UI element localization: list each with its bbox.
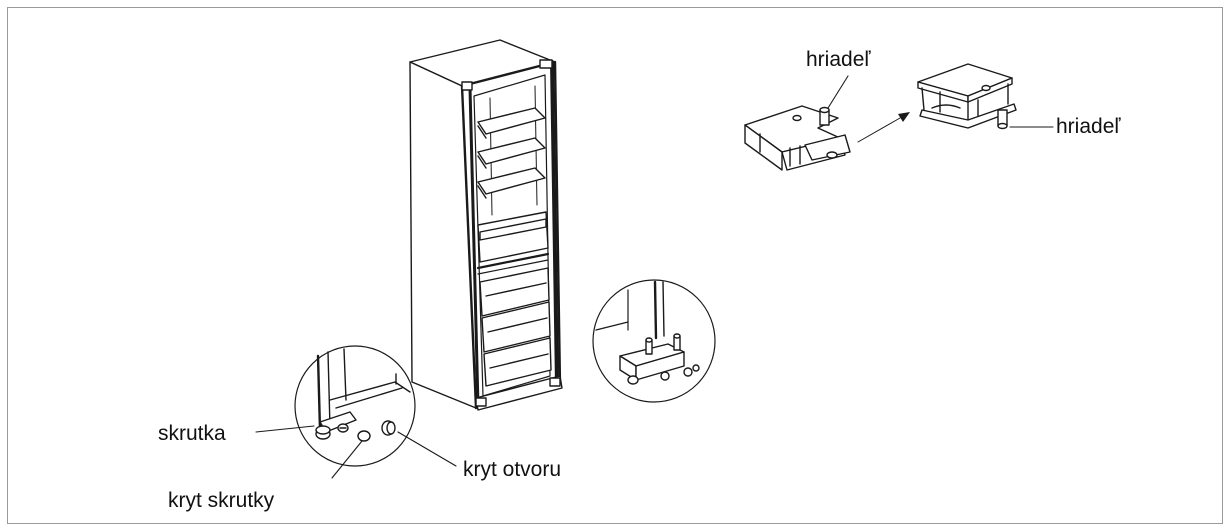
label-shaft-top: hriadeľ	[806, 48, 871, 71]
direction-arrow	[857, 112, 910, 143]
screw-detail-circle	[294, 345, 416, 467]
label-screw: skrutka	[158, 422, 226, 445]
label-hole-cover: kryt otvoru	[463, 458, 562, 481]
refrigerator-drawing	[409, 39, 563, 411]
figure-frame	[7, 7, 1223, 524]
hinge-detail-circle	[592, 279, 716, 403]
hinge-left-drawing	[744, 105, 851, 171]
freezer-drawers	[479, 267, 552, 387]
label-shaft-right: hriadeľ	[1056, 115, 1121, 138]
leader-lines	[255, 75, 1054, 479]
fridge-shelves	[477, 107, 546, 199]
label-screw-cover: kryt skrutky	[168, 489, 275, 512]
hinge-right-drawing	[917, 63, 1017, 130]
